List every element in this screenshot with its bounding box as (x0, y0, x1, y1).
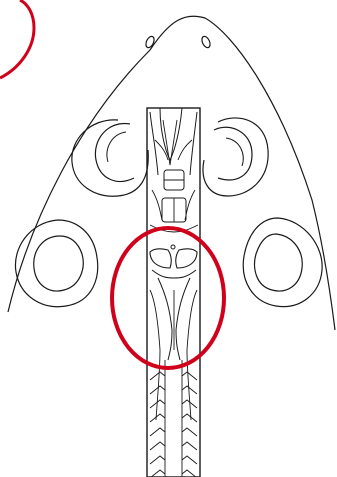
somite-right (182, 456, 197, 464)
somite-left (150, 456, 165, 464)
neural-column (147, 108, 200, 477)
somite-right (182, 372, 197, 380)
hindbrain-region-circle (112, 228, 224, 368)
somite-left (150, 428, 165, 436)
somite-right (182, 428, 197, 436)
somite-right (182, 442, 197, 450)
left-eye (72, 120, 148, 196)
left-nostril (144, 35, 155, 49)
somite-right (182, 414, 197, 422)
somite-right (182, 470, 197, 477)
corner-partial-circle (0, 0, 34, 78)
somite-segments (150, 372, 197, 477)
somite-left (150, 470, 165, 477)
right-eye (203, 118, 268, 196)
left-otic-vesicle (15, 220, 97, 307)
somite-left (150, 372, 165, 380)
column-frame (147, 108, 200, 477)
somite-left (150, 442, 165, 450)
right-otic-vesicle (243, 218, 322, 307)
head-outline (8, 16, 335, 330)
somite-left (150, 414, 165, 422)
right-nostril (200, 35, 211, 49)
